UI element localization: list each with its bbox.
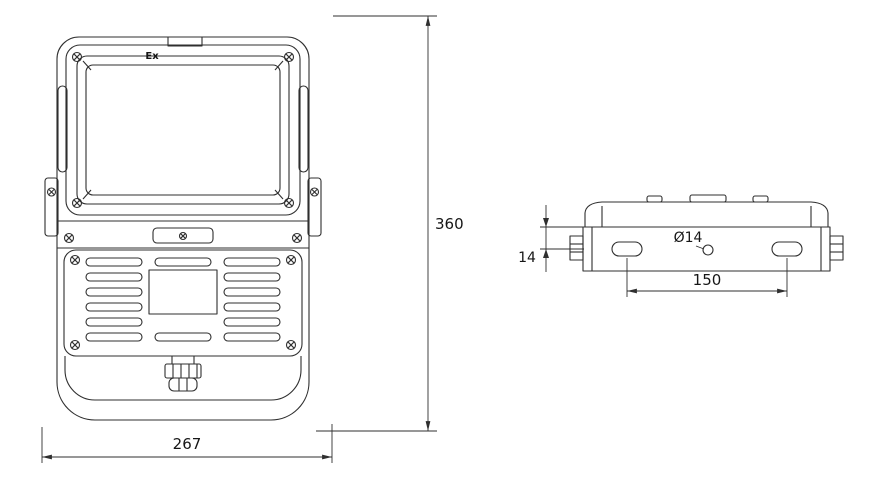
top-latch (167, 36, 203, 47)
bracket-screw-icon (309, 187, 320, 197)
dim-label-edge-offset: 14 (518, 250, 536, 266)
label-plate (148, 269, 218, 315)
front-view (44, 36, 322, 421)
end-connector-left (569, 235, 584, 261)
mounting-slot-left (611, 241, 643, 257)
screw-icon (285, 339, 297, 351)
screw-icon (283, 197, 295, 209)
side-handle-right (298, 85, 309, 173)
dimension-width (41, 424, 333, 463)
dim-label-height: 360 (435, 215, 464, 233)
dimension-hole-diameter (695, 245, 705, 250)
heatsink-fins (63, 249, 303, 357)
screw-icon (69, 254, 81, 266)
dim-label-hole-diameter: Ø14 (674, 230, 703, 246)
screw-icon (178, 231, 188, 241)
screw-icon (63, 232, 75, 244)
screw-icon (69, 339, 81, 351)
screw-icon (71, 197, 83, 209)
mounting-hole (702, 244, 714, 256)
side-cover (584, 194, 829, 227)
middle-band (57, 220, 309, 249)
dim-label-hole-spacing: 150 (693, 271, 722, 289)
dimension-edge-offset (540, 205, 584, 272)
ex-marking-label: Ex (145, 51, 159, 62)
bracket-screw-icon (46, 187, 57, 197)
screw-icon (283, 51, 295, 63)
dimension-hole-spacing (626, 258, 788, 297)
bracket-arm-right (307, 177, 322, 237)
screw-icon (291, 232, 303, 244)
end-connector-right (829, 235, 844, 261)
bracket-arm-left (44, 177, 59, 237)
cable-gland (164, 355, 202, 392)
side-body (569, 226, 844, 272)
housing-outline (56, 36, 310, 421)
screw-icon (71, 51, 83, 63)
dim-label-width: 267 (173, 435, 202, 453)
lamp-head (57, 36, 309, 216)
housing-inner-bottom-line (64, 356, 302, 401)
dimension-height (316, 15, 437, 432)
side-handle-left (57, 85, 68, 173)
side-view (569, 194, 844, 272)
mounting-slot-right (771, 241, 803, 257)
lens (85, 64, 281, 196)
screw-icon (285, 254, 297, 266)
